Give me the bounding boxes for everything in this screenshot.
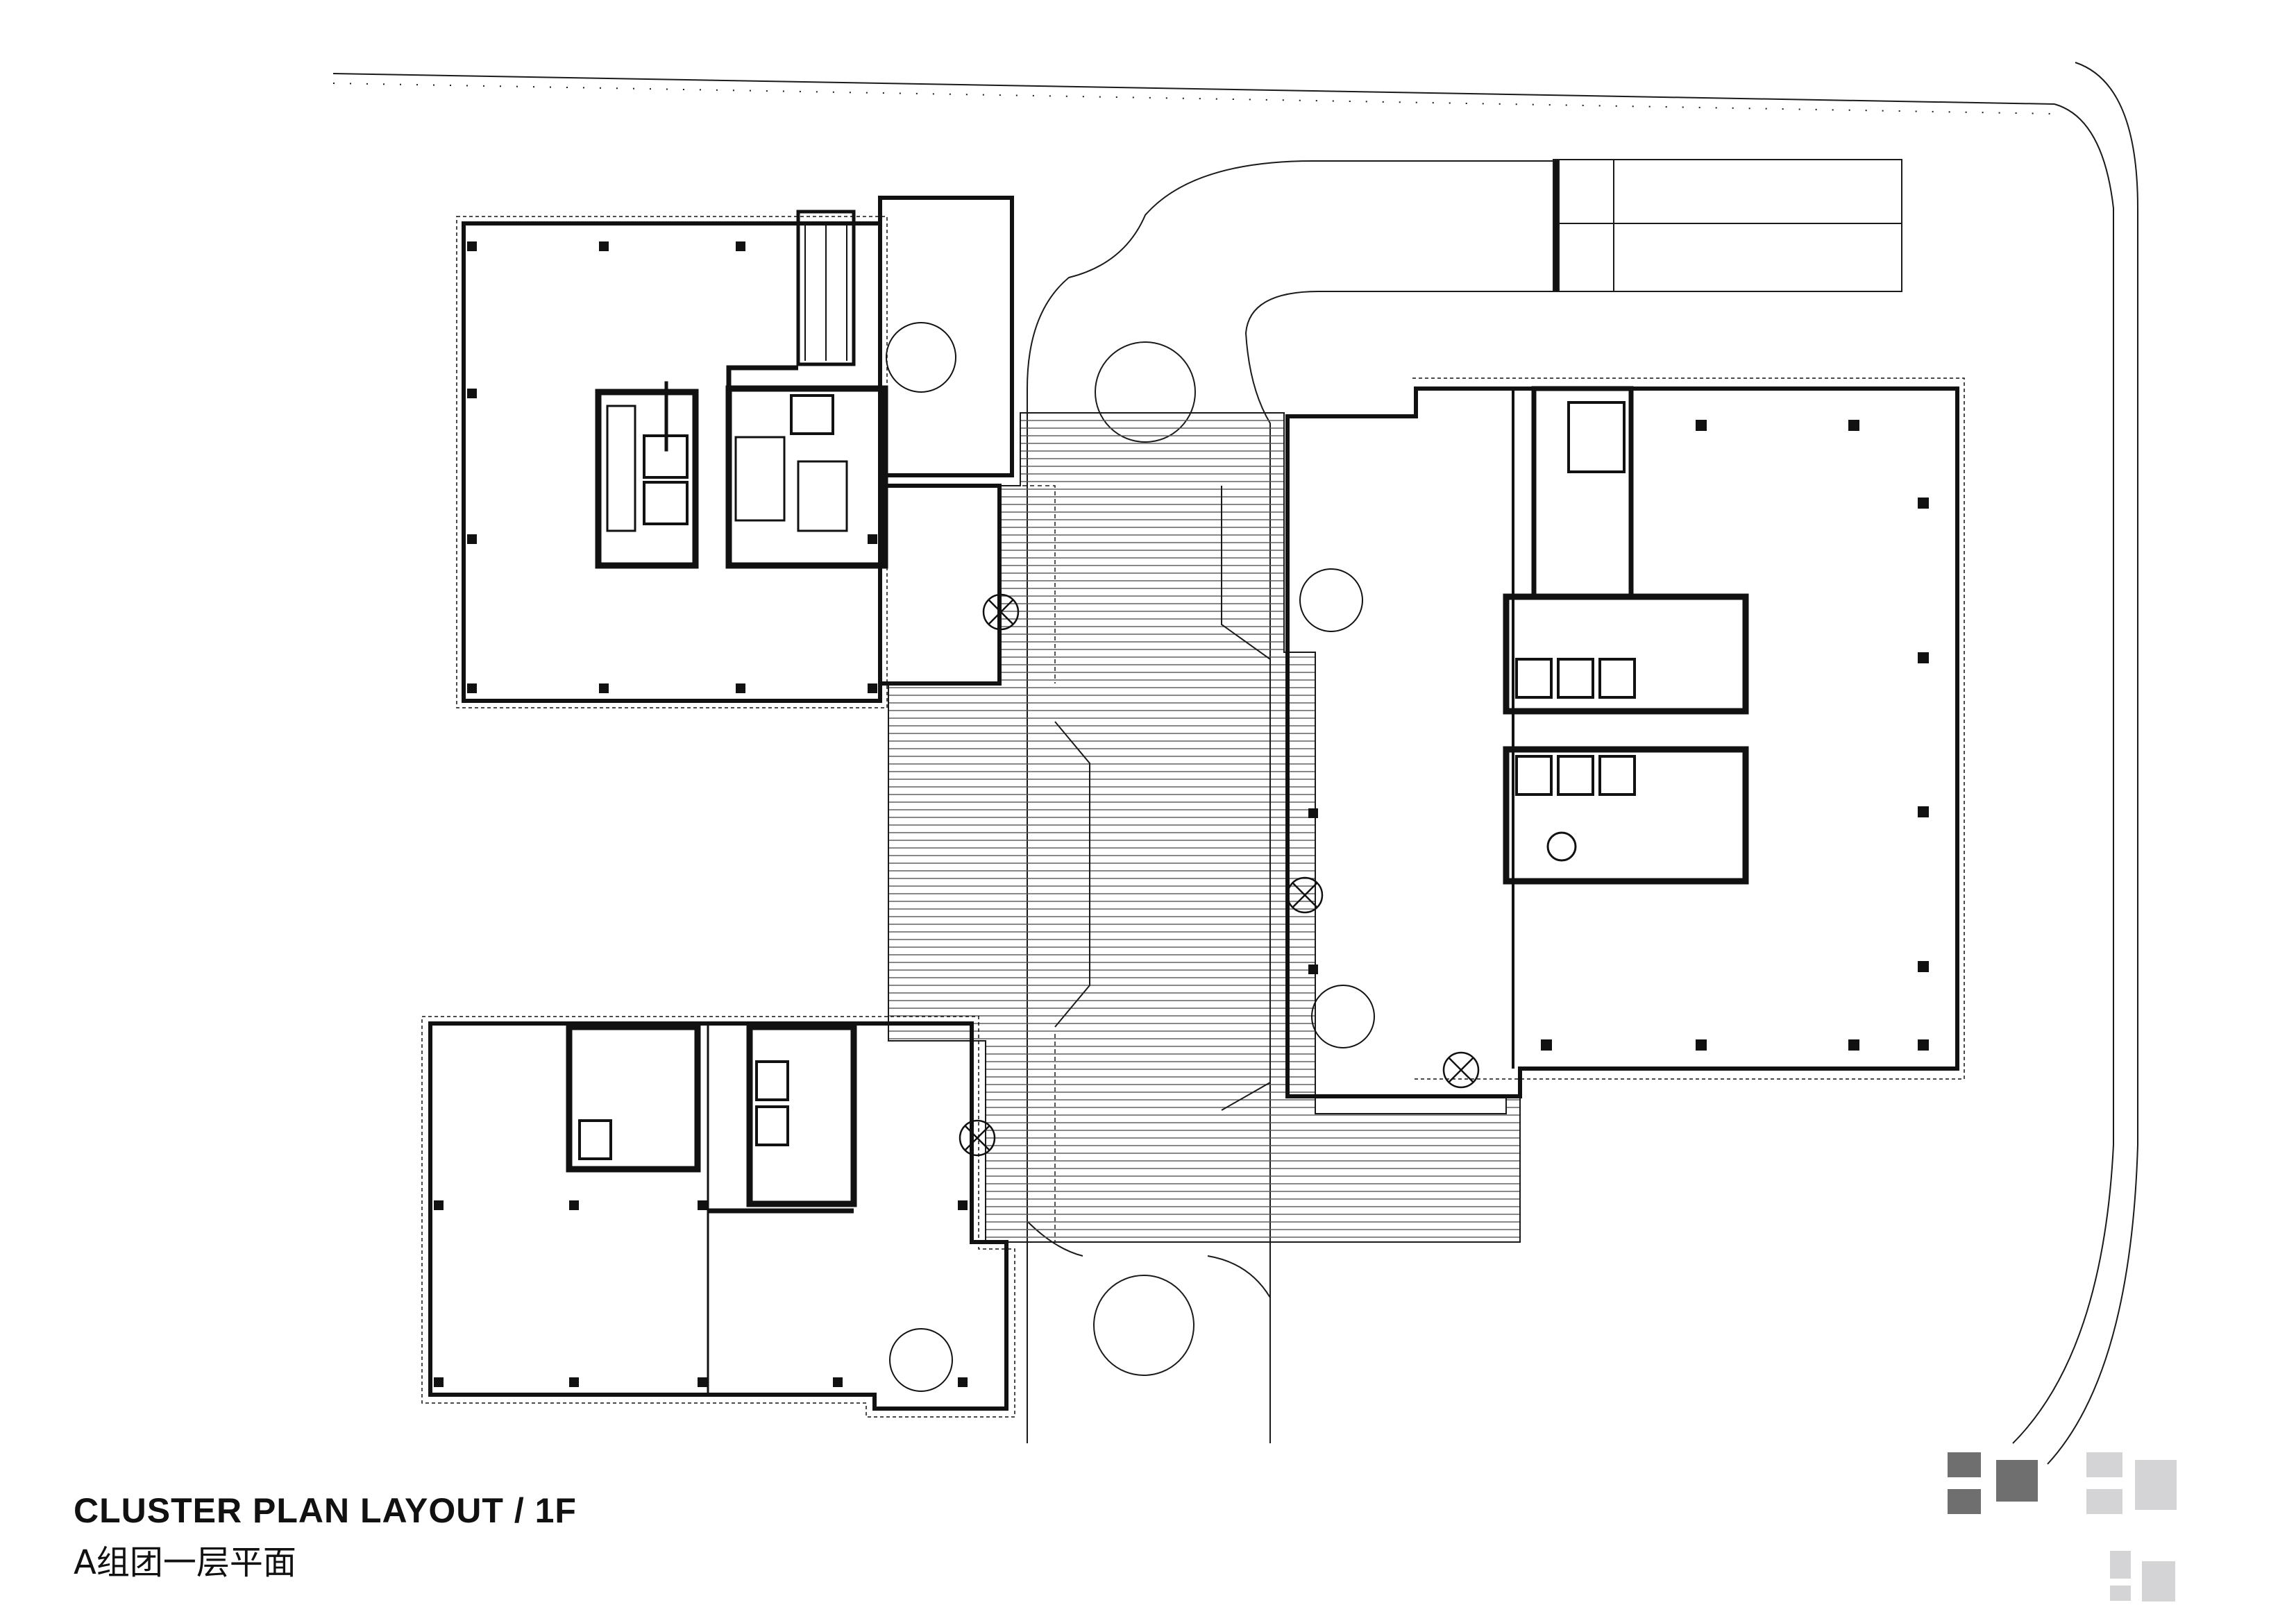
site-boundary bbox=[332, 62, 2138, 1465]
building-b-east bbox=[1285, 377, 1965, 1098]
landscape-paths bbox=[1027, 160, 1555, 1443]
building-c-south bbox=[421, 1016, 1015, 1418]
title-chinese: A组团一层平面 bbox=[74, 1543, 296, 1582]
central-boardwalk bbox=[888, 412, 1521, 1243]
drawing-title: CLUSTER PLAN LAYOUT / 1F A组团一层平面 bbox=[74, 1490, 577, 1583]
building-a-north bbox=[456, 196, 1020, 708]
title-english: CLUSTER PLAN LAYOUT / 1F bbox=[74, 1491, 577, 1530]
parking-strip bbox=[1553, 159, 1902, 292]
block-legend bbox=[1948, 1452, 2177, 1601]
